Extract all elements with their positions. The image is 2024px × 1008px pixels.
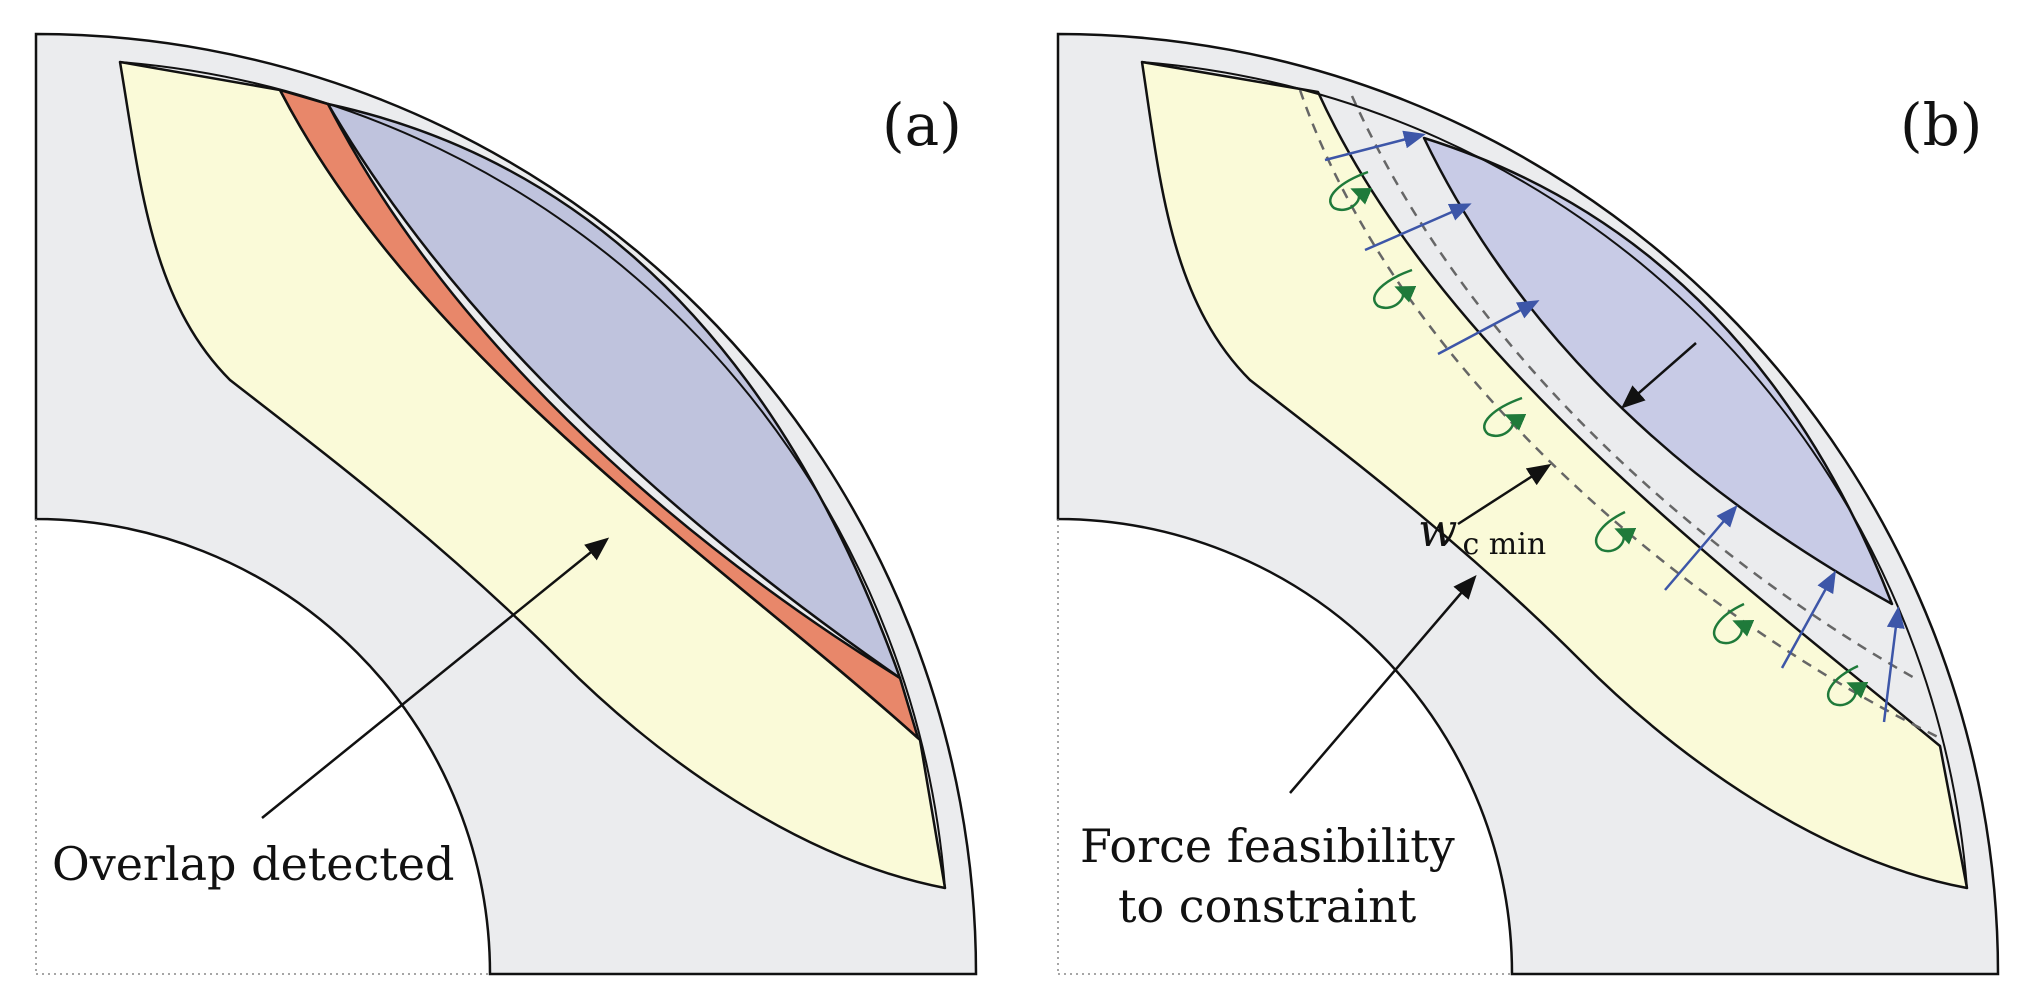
overlap-label: Overlap detected [52, 837, 454, 891]
width-label-main: w [1418, 503, 1457, 557]
green-arrow [1594, 510, 1637, 553]
green-arrow [1483, 396, 1527, 438]
panel-a-tag: (a) [882, 91, 962, 159]
green-arrows [1329, 170, 1869, 707]
green-arrow [1712, 602, 1755, 645]
blue-arrow [1664, 504, 1738, 591]
blue-arrow [1437, 300, 1540, 356]
width-label-sub: c min [1462, 527, 1546, 562]
green-arrow [1826, 664, 1869, 707]
width-arrow-bottom [1457, 463, 1552, 526]
green-arrow [1373, 268, 1417, 310]
width-label: w c min [1418, 503, 1546, 562]
blue-arrow [1364, 203, 1472, 252]
panel-a: (a) Overlap detected [34, 32, 978, 976]
force-feasibility-arrow [1289, 574, 1477, 794]
width-arrow-top [1620, 342, 1697, 409]
overlap-arrow [261, 537, 610, 819]
blue-arrow [1882, 606, 1905, 723]
dashed-constraint-inner [1298, 89, 1941, 740]
force-label-line2: to constraint [1118, 879, 1417, 933]
green-arrow [1329, 170, 1373, 212]
outer-boundary [1141, 61, 1968, 889]
dashed-constraint-outer [1350, 95, 1919, 682]
outer-boundary [119, 61, 946, 889]
blue-arrow [1324, 130, 1426, 162]
overlap-region [278, 88, 920, 740]
panel-b-tag: (b) [1900, 91, 1982, 159]
blue-arrow [1780, 570, 1836, 669]
blue-region [326, 102, 902, 680]
blue-arrows [1324, 130, 1905, 723]
yellow-region [1140, 60, 1969, 890]
force-label-line1: Force feasibility [1080, 819, 1455, 873]
panel-b: (b) w c min Force feasibility to constra… [1056, 32, 2000, 976]
